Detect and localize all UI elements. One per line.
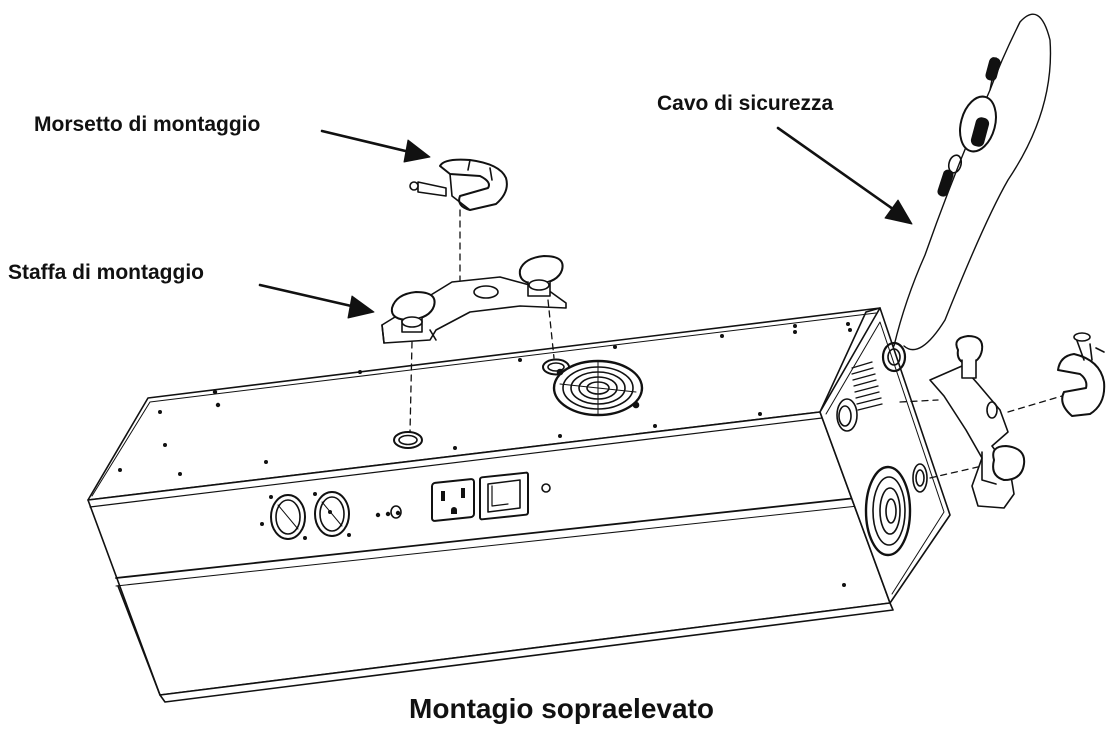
power-outlet-icon [432, 479, 474, 521]
diagram-caption: Montagio sopraelevato [0, 693, 1109, 725]
indicator-leds [375, 510, 401, 518]
side-panel-details [837, 343, 927, 587]
safety-cable-icon [894, 14, 1050, 349]
side-bracket-icon [930, 336, 1024, 508]
side-clamp-icon [1058, 333, 1104, 416]
fan-grille-icon [554, 361, 642, 415]
label-safety-cable: Cavo di sicurezza [657, 92, 834, 115]
arrow-to-bracket [260, 285, 360, 308]
diagram-caption-text: Montagio sopraelevato [409, 693, 714, 724]
arrow-to-clamp [322, 131, 418, 154]
label-mounting-clamp: Morsetto di montaggio [34, 113, 261, 136]
mounting-clamp-icon [410, 160, 507, 210]
guide-lines-top [410, 210, 554, 432]
fixture-housing [88, 308, 950, 702]
power-switch-icon [480, 472, 550, 519]
arrow-to-safety-cable [778, 128, 900, 214]
leader-arrows [260, 128, 912, 318]
label-mounting-bracket: Staffa di montaggio [8, 261, 204, 284]
mounting-bracket-icon [382, 256, 566, 343]
xlr-connector-icon [269, 492, 351, 540]
guide-lines-side [900, 396, 1062, 478]
